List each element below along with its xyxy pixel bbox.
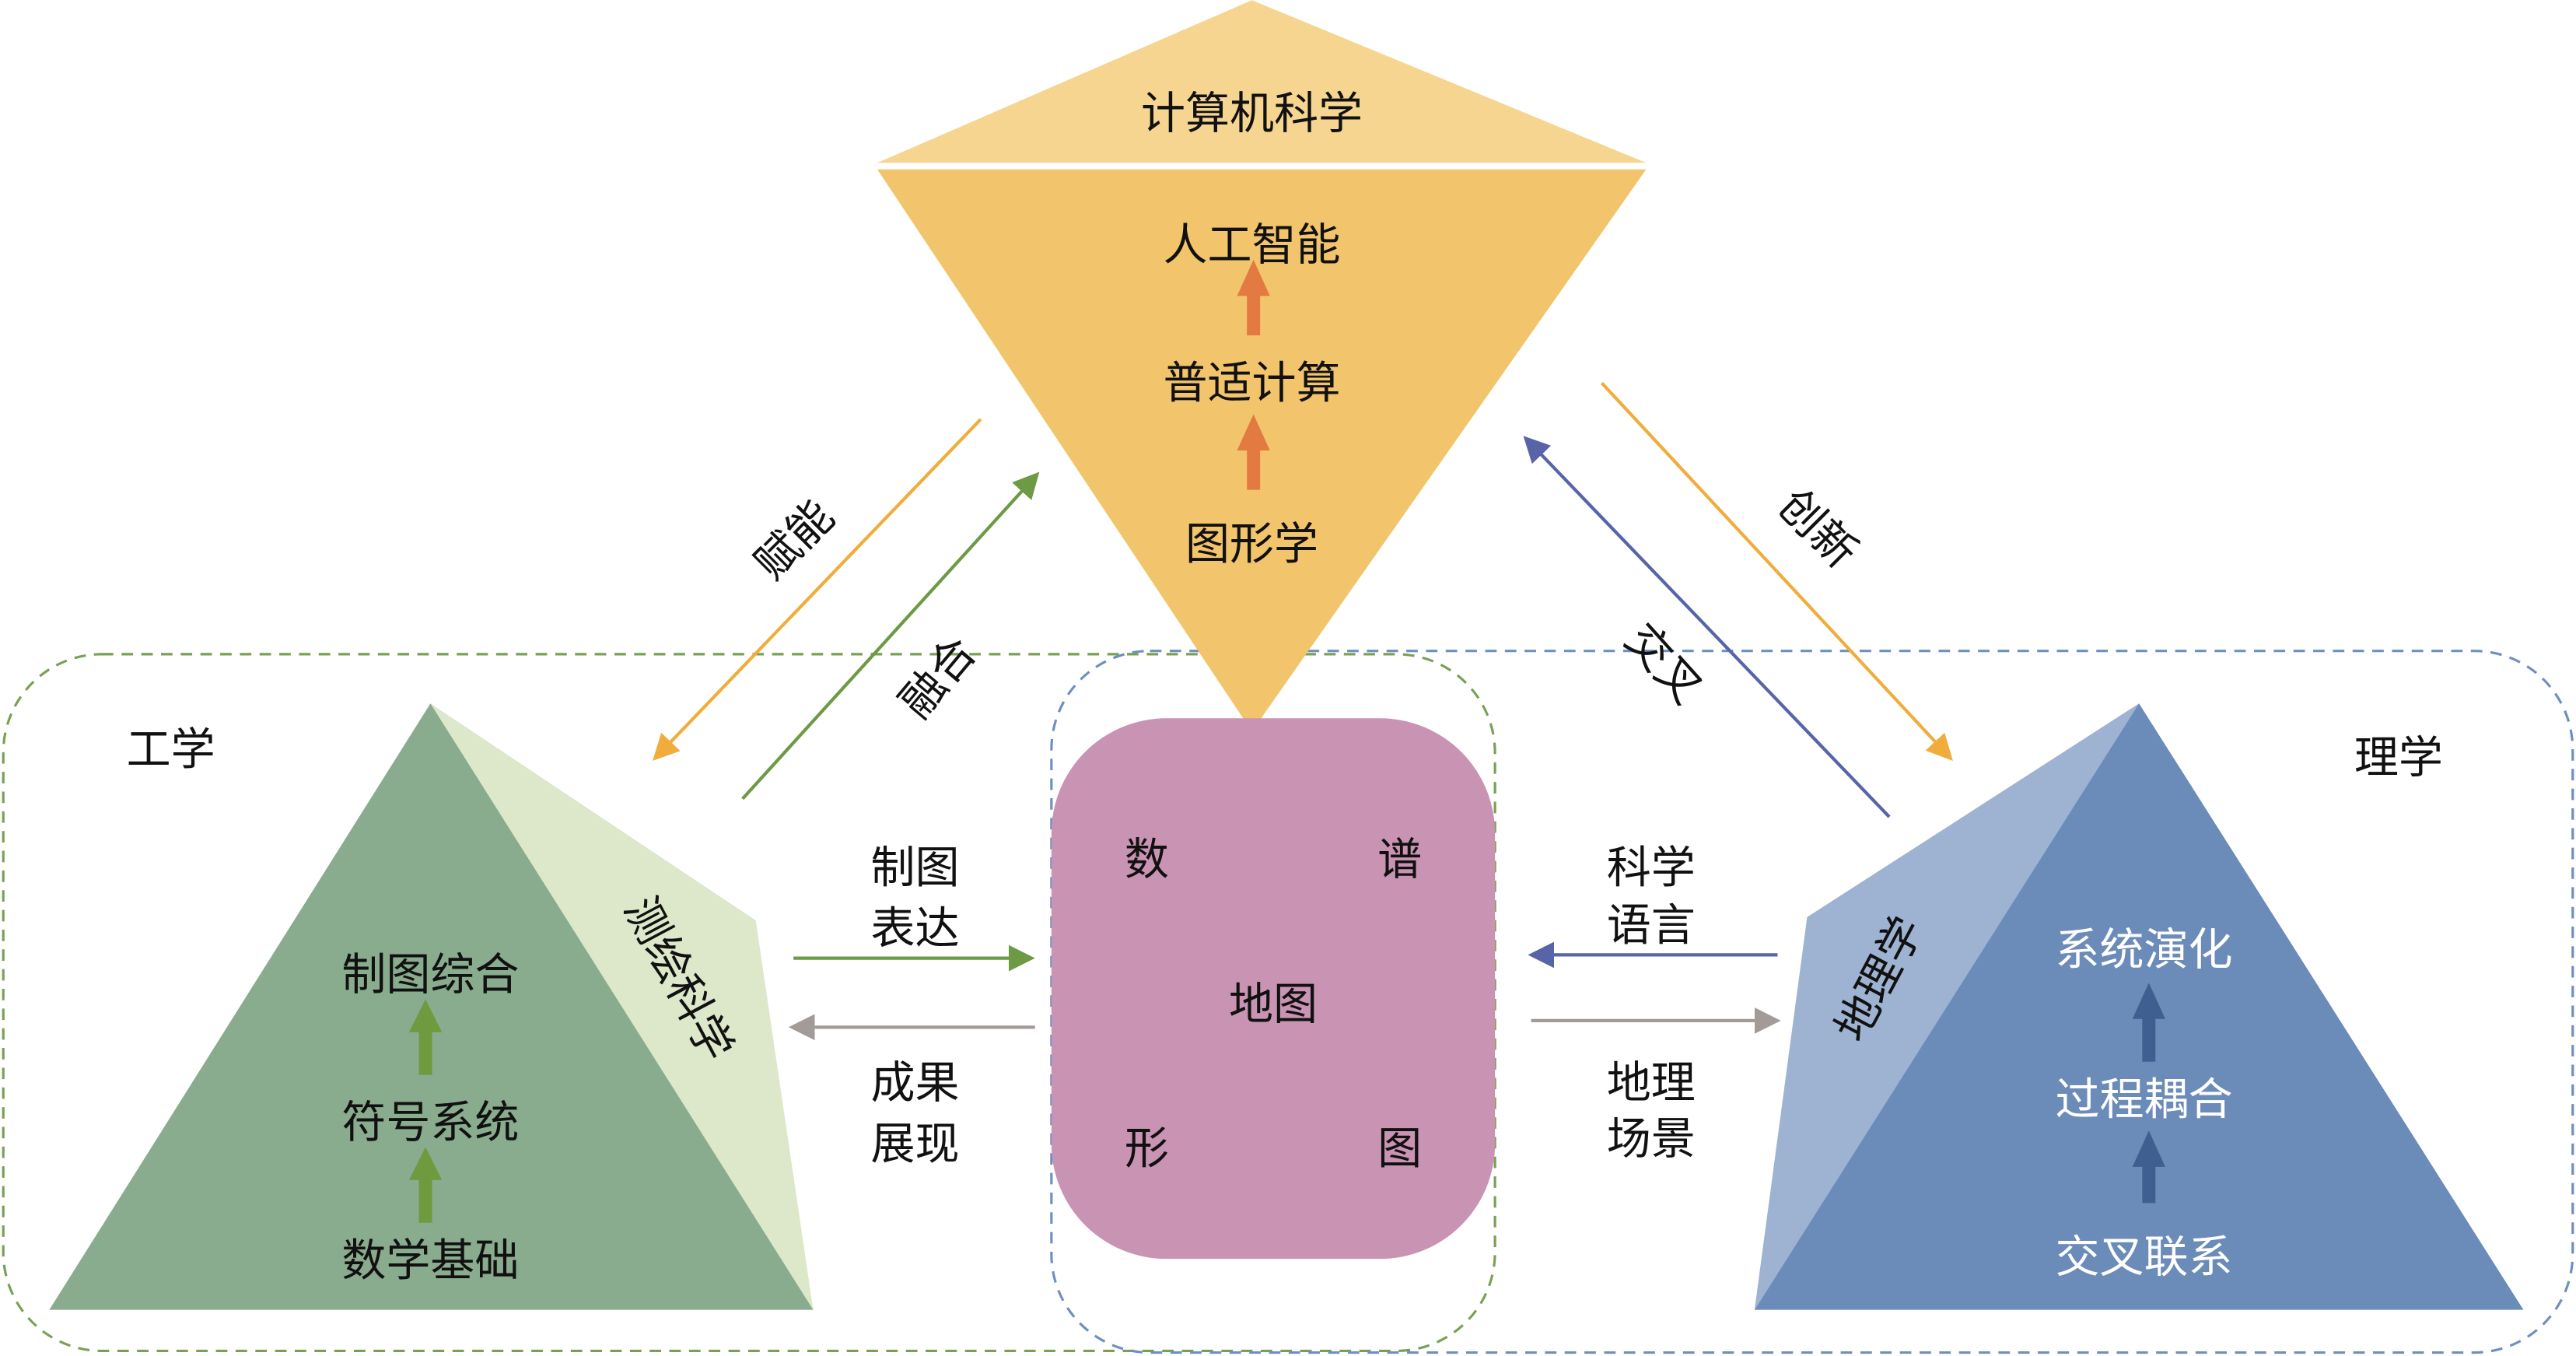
right-level-1: 系统演化 (2055, 924, 2232, 976)
innovation-arrow (1600, 381, 1953, 762)
map-center-box (1051, 718, 1496, 1260)
map-corner-shu: 数 (1125, 834, 1169, 885)
left-level-3: 数学基础 (341, 1235, 519, 1286)
cartographic-expression-label: 表达 (870, 903, 959, 955)
right-level-3: 交叉联系 (2055, 1232, 2232, 1283)
results-label: 成果 (870, 1057, 959, 1109)
right-level-2: 过程耦合 (2055, 1074, 2232, 1125)
map-corner-pu: 谱 (1377, 834, 1422, 885)
engineering-label: 工学 (127, 724, 215, 775)
cross-arrow (1523, 436, 1891, 818)
engineering-pyramid (49, 703, 814, 1310)
science-language-label: 科学 (1607, 842, 1696, 893)
left-level-1: 制图综合 (341, 949, 519, 1000)
map-title: 地图 (1229, 979, 1318, 1030)
left-level-2: 符号系统 (341, 1097, 519, 1148)
science-label: 理学 (2354, 732, 2443, 783)
fusion-label: 融合 (890, 627, 986, 728)
up-arrow-icon (2132, 983, 2165, 1204)
top-level-3: 图形学 (1185, 518, 1318, 569)
up-arrow-icon (408, 999, 443, 1223)
empower-arrow (653, 418, 982, 761)
cross-label: 交叉 (1615, 614, 1712, 714)
innovation-label: 创新 (1768, 479, 1867, 578)
top-level-1: 人工智能 (1163, 219, 1340, 271)
cartographic-expression-label: 制图 (870, 842, 959, 893)
geo-scene-label: 地理 (1607, 1057, 1696, 1109)
map-corner-tu: 图 (1377, 1123, 1422, 1175)
up-arrow-icon (1237, 259, 1270, 490)
top-level-2: 普适计算 (1163, 357, 1340, 408)
geo-scene-label: 场景 (1607, 1113, 1696, 1165)
map-corner-xing: 形 (1125, 1123, 1169, 1175)
computer-science-title: 计算机科学 (1141, 88, 1363, 139)
results-label: 展现 (870, 1118, 959, 1169)
science-language-label: 语言 (1607, 899, 1696, 951)
fusion-arrow (741, 471, 1040, 801)
computer-science-cap (877, 0, 1647, 163)
